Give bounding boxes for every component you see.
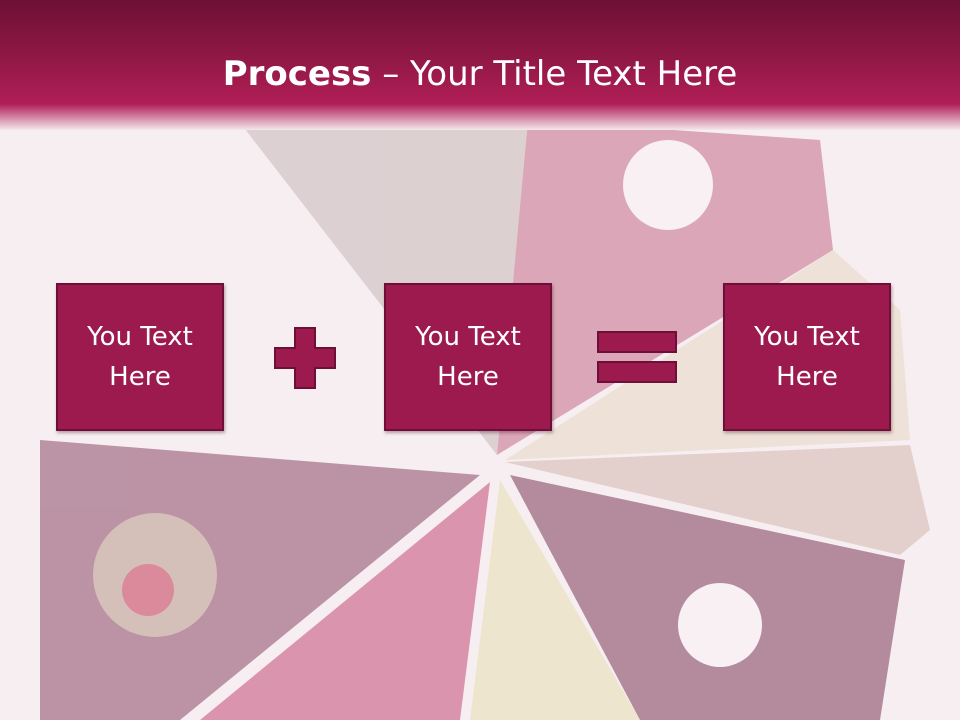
cake-slice: [505, 445, 930, 555]
process-box-2[interactable]: You Text Here: [384, 283, 552, 431]
title-bar: [0, 0, 960, 130]
process-box-2-text: You Text Here: [415, 322, 521, 392]
process-box-3[interactable]: You Text Here: [723, 283, 891, 431]
cake-slice: [40, 440, 480, 720]
title-rest: – Your Title Text Here: [371, 54, 738, 94]
process-box-1[interactable]: You Text Here: [56, 283, 224, 431]
equals-icon: [597, 331, 677, 383]
cream-swirl: [623, 140, 713, 230]
slide-title: Process – Your Title Text Here: [0, 52, 960, 96]
cake-slice: [497, 120, 833, 455]
cake-slice: [200, 482, 490, 720]
process-box-1-text: You Text Here: [87, 322, 193, 392]
cake-slice: [470, 480, 640, 720]
title-bold: Process: [222, 54, 372, 94]
cream-swirl: [678, 583, 762, 667]
plus-icon: [274, 327, 336, 389]
cherry: [122, 564, 174, 616]
process-box-3-text: You Text Here: [754, 322, 860, 392]
